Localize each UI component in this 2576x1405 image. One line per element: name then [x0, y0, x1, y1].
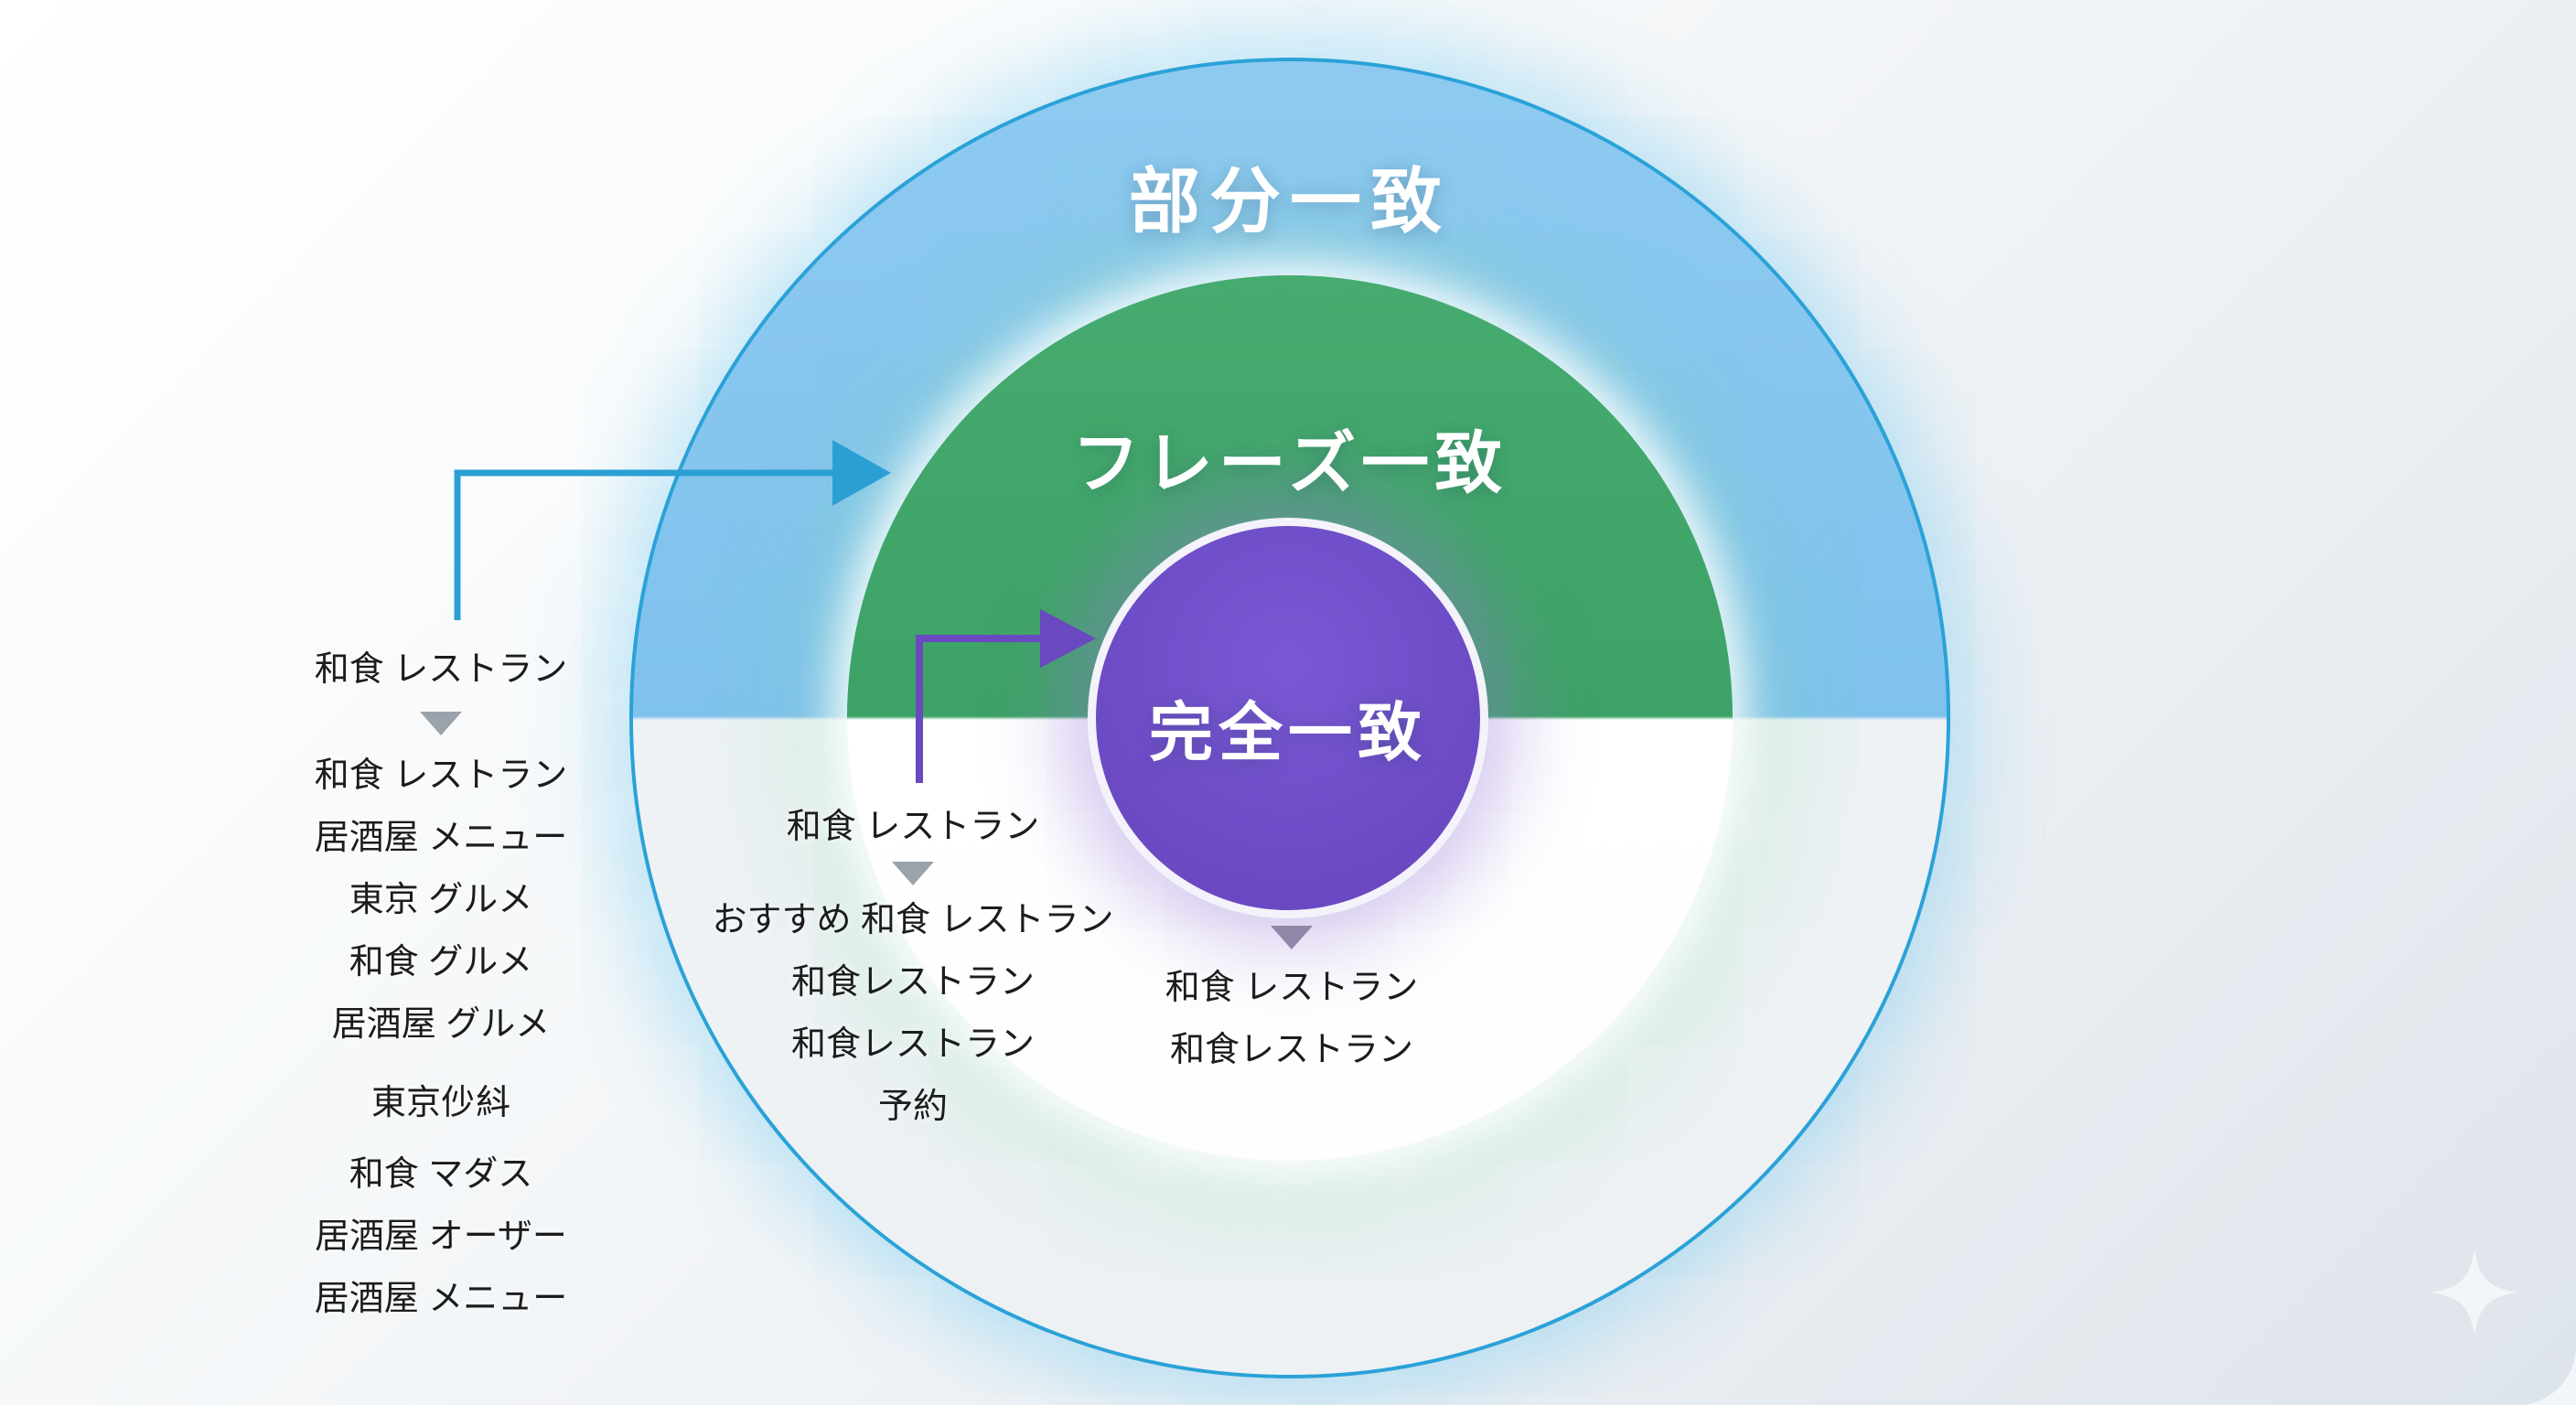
broad-example-list: 和食 レストラン 和食 レストラン 居酒屋 メニュー 東京 グルメ 和食 グルメ… — [226, 638, 656, 1330]
match-term: 和食レストラン — [790, 1025, 1035, 1064]
match-term: 和食 マダス — [349, 1155, 533, 1194]
broad-query: 和食 レストラン — [314, 650, 568, 689]
match-term: 和食レストラン — [1169, 1031, 1413, 1069]
match-term: 和食 グルメ — [349, 943, 533, 981]
match-term: 東京仯紏 — [370, 1084, 510, 1122]
down-triangle-icon — [420, 712, 462, 735]
phrase-match-label: フレーズ一致 — [1071, 425, 1508, 501]
phrase-example-list: 和食 レストラン おすすめ 和食 レストラン 和食レストラン 和食レストラン 予… — [693, 796, 1132, 1138]
match-term: 和食 レストラン — [1165, 969, 1419, 1007]
match-term: 東京 グルメ — [349, 881, 533, 919]
match-term: 予約 — [877, 1088, 948, 1126]
match-term: 和食 レストラン — [314, 756, 568, 795]
match-term: 居酒屋 グルメ — [331, 1005, 551, 1044]
sparkle-icon — [2431, 1249, 2518, 1336]
broad-match-label: 部分一致 — [1128, 161, 1451, 241]
exact-example-list: 和食 レストラン 和食レストラン — [1072, 926, 1511, 1081]
exact-match-label: 完全一致 — [1149, 697, 1427, 768]
match-term: 居酒屋 オーザー — [315, 1217, 567, 1256]
match-term: 居酒屋 メニュー — [314, 819, 568, 857]
down-triangle-icon — [1271, 926, 1313, 949]
down-triangle-icon — [892, 862, 934, 885]
exact-match-circle — [1088, 518, 1488, 918]
match-term: おすすめ 和食 レストラン — [712, 901, 1114, 939]
match-term: 和食レストラン — [790, 963, 1035, 1002]
match-term: 居酒屋 メニュー — [314, 1280, 568, 1318]
phrase-query: 和食 レストラン — [786, 808, 1040, 846]
